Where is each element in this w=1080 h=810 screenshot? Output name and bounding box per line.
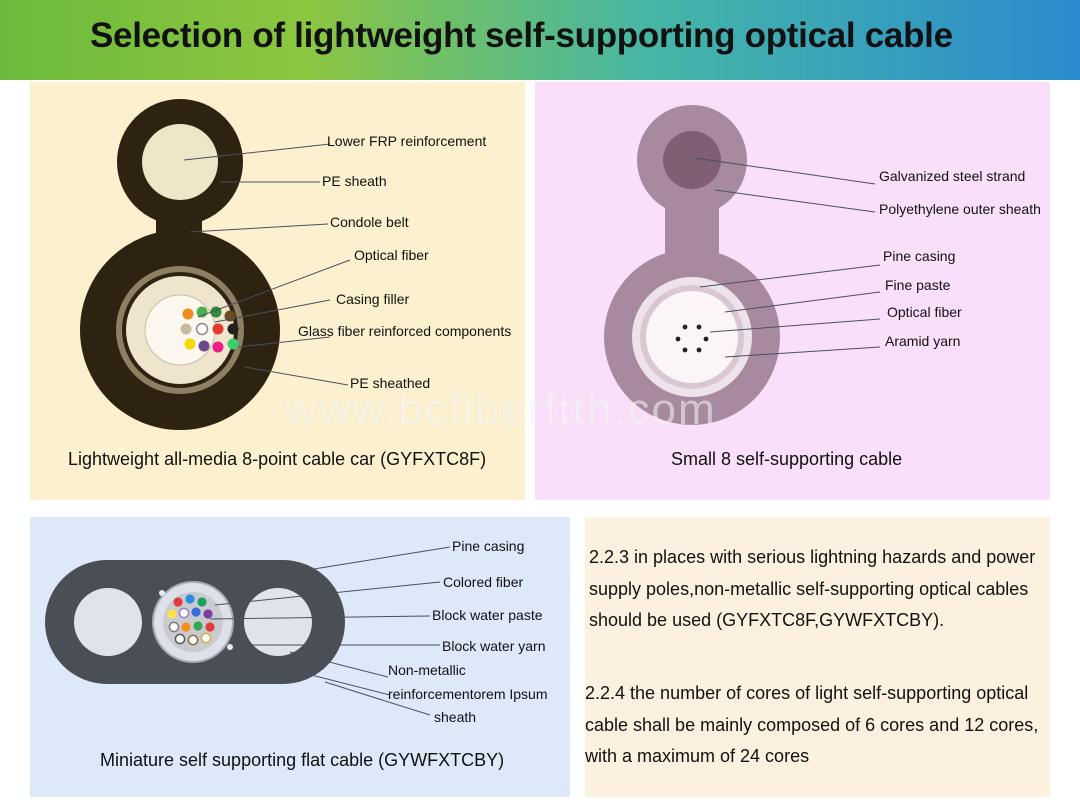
fiber-dot [184,338,196,350]
fiber-dot [227,323,239,335]
label-condole-belt: Condole belt [330,214,409,230]
flat-cable-cross-section [45,546,451,716]
fiber-dot [182,308,194,320]
label-pine-casing-flat: Pine casing [452,538,525,554]
caption-small8: Small 8 self-supporting cable [671,449,903,469]
fiber-dot [227,338,239,350]
panel-gyfxtc8f: Lower FRP reinforcement PE sheath Condol… [30,82,525,500]
fiber-dot [168,621,180,633]
fiber-dot [174,633,186,645]
label-non-metallic: Non-metallic [388,662,466,678]
panel-text: 2.2.3 in places with serious lightning h… [585,517,1050,797]
fiber-dot [178,607,190,619]
fiber-dot [212,323,224,335]
small8-cross-section [604,105,881,425]
label-aramid-yarn: Aramid yarn [885,333,961,349]
fiber-dot [187,634,199,646]
fiber-dot [197,597,207,607]
label-pine-casing: Pine casing [883,248,956,264]
panel-small8: Galvanized steel strand Polyethylene out… [535,82,1050,500]
fiber-dot [195,322,209,336]
fiber-dot [185,594,195,604]
label-casing-filler: Casing filler [336,291,410,307]
label-pe-sheathed: PE sheathed [350,375,431,391]
paragraph-2-2-4: 2.2.4 the number of cores of light self-… [585,683,1039,766]
label-pe-sheath: PE sheath [322,173,387,189]
caption-gyfxtc8f: Lightweight all-media 8-point cable car … [68,449,487,469]
page-title: Selection of lightweight self-supporting… [90,16,953,55]
fiber-dot [200,632,212,644]
panel-flat-cable: Pine casing Colored fiber Block water pa… [30,517,570,797]
fiber-dot [205,622,215,632]
fiber-dot [203,609,213,619]
label-glass-fiber: Glass fiber reinforced components [298,323,512,339]
watermark: www.bcfiberftth.com [285,385,717,434]
label-galvanized-steel: Galvanized steel strand [879,168,1026,184]
fiber-dot [167,609,177,619]
title-banner: Selection of lightweight self-supporting… [0,0,1080,80]
label-block-water-paste: Block water paste [432,607,543,623]
fiber-dot [198,340,210,352]
label-optical-fiber-2: Optical fiber [887,304,962,320]
fiber-dot [181,622,191,632]
label-block-water-yarn: Block water yarn [442,638,546,654]
fiber-dot [212,341,224,353]
fiber-dot [180,323,192,335]
fiber-dot [191,607,201,617]
gyfxtc8f-cross-section [80,99,351,430]
paragraph-2-2-3: 2.2.3 in places with serious lightning h… [589,547,1036,630]
label-optical-fiber: Optical fiber [354,247,429,263]
fiber-dot [193,621,203,631]
caption-flat-cable: Miniature self supporting flat cable (GY… [100,750,505,770]
label-colored-fiber: Colored fiber [443,574,524,590]
label-pe-outer-sheath: Polyethylene outer sheath [879,201,1041,217]
label-reinforcement: reinforcementorem Ipsum [388,686,548,702]
fiber-dot [173,597,183,607]
label-sheath: sheath [434,709,477,725]
label-lower-frp: Lower FRP reinforcement [327,133,487,149]
label-fine-paste: Fine paste [885,277,951,293]
